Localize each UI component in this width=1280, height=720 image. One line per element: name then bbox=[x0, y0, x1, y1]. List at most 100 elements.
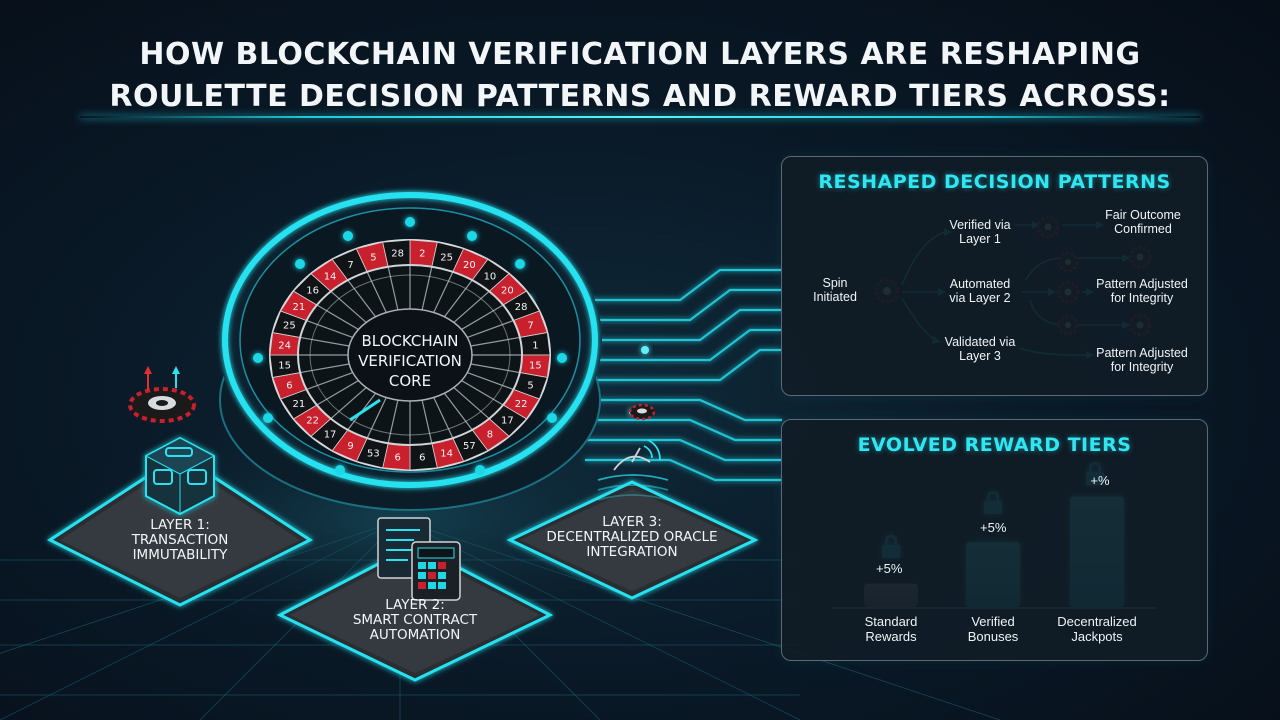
wheel-number: 20 bbox=[463, 260, 476, 271]
tier-3-badge: +% bbox=[1090, 473, 1110, 488]
tier-3-label: Decentralized Jackpots bbox=[1046, 614, 1148, 644]
layer-1-line-3: IMMUTABILITY bbox=[132, 547, 228, 563]
branch-layer-3-label: Validated via Layer 3 bbox=[938, 335, 1022, 363]
tier-3-line-1: Decentralized bbox=[1057, 614, 1137, 629]
outcome-3-line-1: Pattern Adjusted bbox=[1096, 346, 1188, 360]
spin-initiated-label: Spin Initiated bbox=[800, 276, 870, 304]
branch-3-line-1: Validated via bbox=[944, 335, 1016, 349]
wheel-number: 21 bbox=[293, 302, 306, 313]
layer-1-label: LAYER 1: TRANSACTION IMMUTABILITY bbox=[100, 518, 260, 563]
layer-3-line-2: DECENTRALIZED ORACLE bbox=[546, 529, 718, 545]
wheel-spoke bbox=[316, 304, 359, 330]
branch-layer-2-label: Automated via Layer 2 bbox=[940, 277, 1020, 305]
page-title: HOW BLOCKCHAIN VERIFICATION LAYERS ARE R… bbox=[0, 34, 1280, 118]
wheel-spoke bbox=[316, 380, 359, 406]
wheel-number: 25 bbox=[440, 252, 453, 263]
core-label: BLOCKCHAIN VERIFICATION CORE bbox=[330, 331, 490, 391]
layer-2-tile bbox=[276, 543, 554, 682]
wheel-spoke bbox=[306, 372, 353, 391]
wheel-spoke bbox=[387, 266, 399, 311]
wheel-number: 15 bbox=[278, 361, 291, 372]
outcome-1-line-2: Confirmed bbox=[1114, 222, 1172, 236]
tier-1-label: Standard Rewards bbox=[848, 614, 934, 644]
layer-3-tile bbox=[506, 480, 759, 600]
layer-1-line-2: TRANSACTION bbox=[131, 532, 229, 548]
wheel-spoke bbox=[443, 392, 473, 431]
layer-1-tile bbox=[46, 453, 314, 607]
wheel-spoke bbox=[306, 319, 353, 338]
wheel-spoke bbox=[461, 380, 504, 406]
tier-2-line-1: Verified bbox=[971, 614, 1015, 629]
wheel-spoke bbox=[421, 266, 433, 311]
wheel-spoke bbox=[433, 397, 454, 439]
wheel-spoke bbox=[443, 279, 473, 318]
outcome-3-line-2: for Integrity bbox=[1110, 360, 1174, 374]
decision-panel-title: RESHAPED DECISION PATTERNS bbox=[818, 171, 1171, 193]
wheel-spoke bbox=[453, 290, 490, 323]
branch-2-line-1: Automated bbox=[949, 277, 1011, 291]
wheel-spoke bbox=[453, 387, 490, 420]
core-line-2: VERIFICATION bbox=[358, 352, 462, 370]
calculator-icon bbox=[411, 541, 461, 601]
layer-3-label: LAYER 3: DECENTRALIZED ORACLE INTEGRATIO… bbox=[532, 515, 732, 560]
tier-1-line-1: Standard bbox=[864, 614, 918, 629]
wheel-spoke bbox=[300, 363, 350, 374]
reward-panel-title: EVOLVED REWARD TIERS bbox=[857, 434, 1132, 456]
core-line-1: BLOCKCHAIN bbox=[361, 332, 459, 350]
wheel-number: 1 bbox=[532, 340, 538, 351]
wheel-number: 20 bbox=[501, 285, 514, 296]
wheel-spoke bbox=[470, 336, 520, 347]
tier-2-label: Verified Bonuses bbox=[950, 614, 1036, 644]
wheel-spoke bbox=[467, 372, 514, 391]
branch-layer-1-label: Verified via Layer 1 bbox=[940, 218, 1020, 246]
wheel-number: 7 bbox=[527, 321, 533, 332]
layer-3-title: LAYER 3: bbox=[602, 514, 662, 530]
wheel-number: 15 bbox=[529, 361, 542, 372]
decision-patterns-panel: RESHAPED DECISION PATTERNS bbox=[781, 156, 1208, 396]
wheel-number: 53 bbox=[367, 449, 380, 460]
wheel-spoke bbox=[461, 304, 504, 330]
wheel-number: 22 bbox=[306, 416, 319, 427]
tier-1-badge: +5% bbox=[876, 561, 903, 576]
spin-line-1: Spin bbox=[822, 276, 848, 290]
wheel-spokes bbox=[298, 265, 522, 445]
layer-2-line-2: SMART CONTRACT bbox=[352, 612, 478, 628]
branch-2-line-2: via Layer 2 bbox=[949, 291, 1011, 305]
layer-2-label: LAYER 2: SMART CONTRACT AUTOMATION bbox=[335, 598, 495, 643]
satellite-dish-icon bbox=[597, 439, 669, 501]
outcome-2-line-2: for Integrity bbox=[1110, 291, 1174, 305]
wheel-number: 2 bbox=[419, 248, 425, 259]
wheel-number: 9 bbox=[347, 441, 353, 452]
spin-line-2: Initiated bbox=[813, 290, 857, 304]
wheel-spoke bbox=[347, 279, 377, 318]
wheel-spoke bbox=[467, 319, 514, 338]
wheel-number: 6 bbox=[286, 380, 292, 391]
wheel-spoke bbox=[366, 397, 387, 439]
oracle-chip-icon bbox=[628, 403, 656, 421]
wheel-spoke bbox=[300, 336, 350, 347]
wheel-number: 5 bbox=[370, 252, 376, 263]
wheel-number: 25 bbox=[283, 321, 296, 332]
circuit-lines bbox=[585, 268, 782, 482]
outcome-2-line-1: Pattern Adjusted bbox=[1096, 277, 1188, 291]
layer-2-title: LAYER 2: bbox=[385, 597, 445, 613]
tier-2-line-2: Bonuses bbox=[967, 629, 1019, 644]
wheel-number: 17 bbox=[501, 416, 514, 427]
layer-1-title: LAYER 1: bbox=[150, 517, 210, 533]
wheel-number: 14 bbox=[324, 271, 337, 282]
outcome-1-line-1: Fair Outcome bbox=[1105, 208, 1181, 222]
wheel-spoke bbox=[433, 271, 454, 313]
wheel-spoke bbox=[330, 290, 367, 323]
wheel-number: 7 bbox=[347, 260, 353, 271]
title-line-2: ROULETTE DECISION PATTERNS AND REWARD TI… bbox=[109, 79, 1171, 114]
title-line-1: HOW BLOCKCHAIN VERIFICATION LAYERS ARE R… bbox=[139, 37, 1141, 72]
title-divider bbox=[80, 116, 1200, 118]
wheel-number: 17 bbox=[324, 430, 337, 441]
chip-icon bbox=[128, 366, 196, 423]
wheel-spoke bbox=[470, 363, 520, 374]
tier-1-line-2: Rewards bbox=[865, 629, 917, 644]
wheel-spoke bbox=[421, 399, 433, 444]
outcome-1-label: Fair Outcome Confirmed bbox=[1098, 208, 1188, 236]
